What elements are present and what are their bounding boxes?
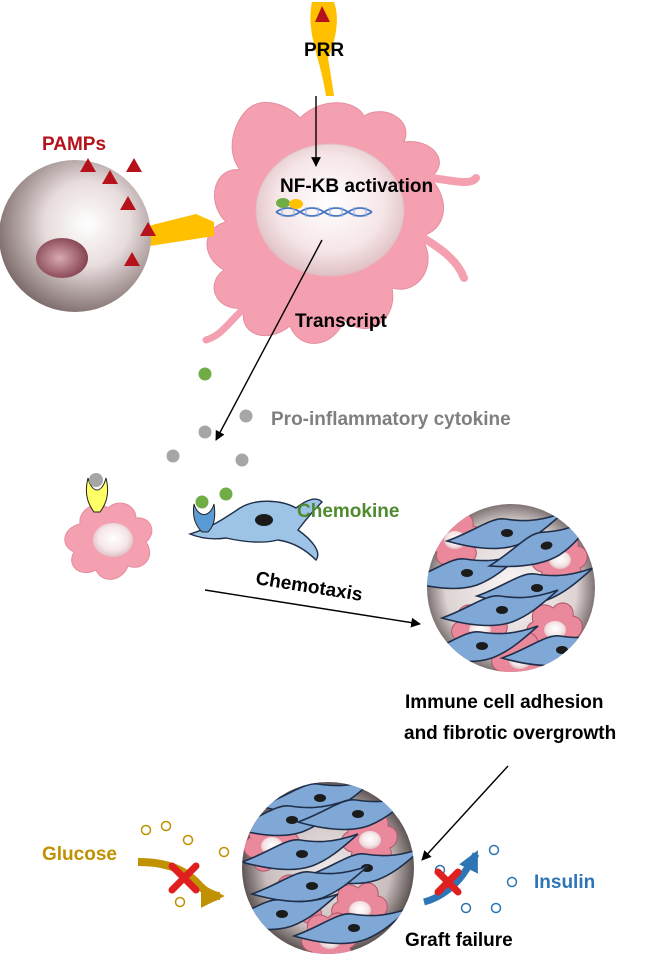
graft-failure-label: Graft failure: [405, 930, 513, 951]
top-macrophage: [202, 101, 480, 344]
overgrowth-to-failure-arrow: [421, 765, 509, 861]
transcript-arrow: [215, 239, 323, 441]
fibroblast-cell: [187, 495, 323, 562]
prr-label: PRR: [304, 40, 344, 61]
nfkb-subunit-green: [276, 198, 290, 208]
pathogen-cell: [0, 158, 214, 312]
adhesion-label-line1: Immune cell adhesion: [405, 692, 604, 713]
fibrotic-capsule: [427, 504, 595, 672]
chemotaxis-arrow: [204, 589, 421, 628]
cytokine-molecules: [166, 367, 291, 518]
blocked-x-icon: [434, 868, 462, 896]
pamps-triangles: [80, 158, 156, 266]
glucose-blocked: [137, 820, 230, 908]
prr-receptor: [310, 2, 337, 96]
nfkb-label: NF-KB activation: [280, 176, 433, 197]
transcript-label: Transcript: [295, 311, 388, 332]
glucose-label: Glucose: [42, 844, 117, 865]
cytokine-label: Pro-inflammatory cytokine: [271, 409, 511, 430]
pamps-label: PAMPs: [42, 134, 106, 155]
nfkb-subunit-yellow: [289, 199, 303, 209]
adhesion-label-line2: and fibrotic overgrowth: [404, 723, 616, 744]
insulin-label: Insulin: [534, 872, 595, 893]
blocked-x-icon: [168, 862, 200, 894]
chemokine-label: Chemokine: [297, 501, 399, 522]
small-macrophage: [64, 473, 153, 580]
failed-graft-capsule: [242, 782, 414, 954]
insulin-blocked: [423, 844, 518, 914]
dna-helix-icon: [275, 207, 373, 217]
